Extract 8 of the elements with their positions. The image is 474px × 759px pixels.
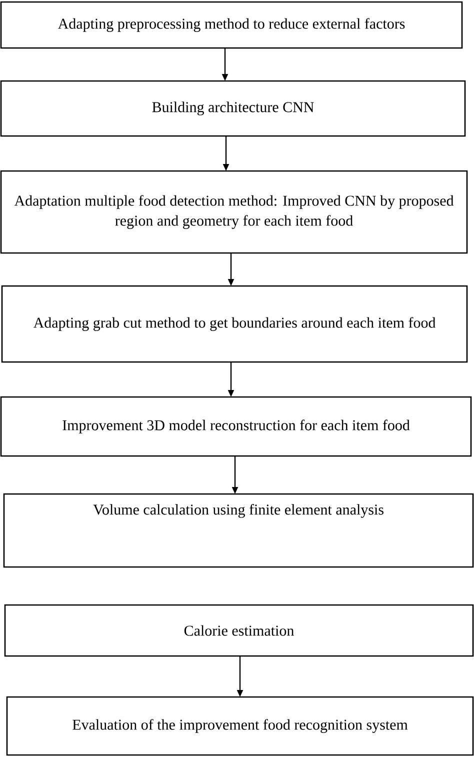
process-box: Adaptation multiple food detection method: Improved CNN by proposed region and geometry for each item food — [0, 170, 468, 254]
process-box: Improvement 3D model reconstruction for each item food — [0, 396, 472, 457]
process-box: Adapting preprocessing method to reduce external factors — [0, 1, 463, 49]
process-box: Calorie estimation — [4, 604, 474, 657]
process-box: Volume calculation using finite element analysis — [3, 493, 474, 568]
process-box: Evaluation of the improvement food recognition system — [6, 696, 474, 756]
process-box: Adapting grab cut method to get boundaries around each item food — [1, 285, 468, 363]
process-box: Building architecture CNN — [0, 80, 466, 137]
